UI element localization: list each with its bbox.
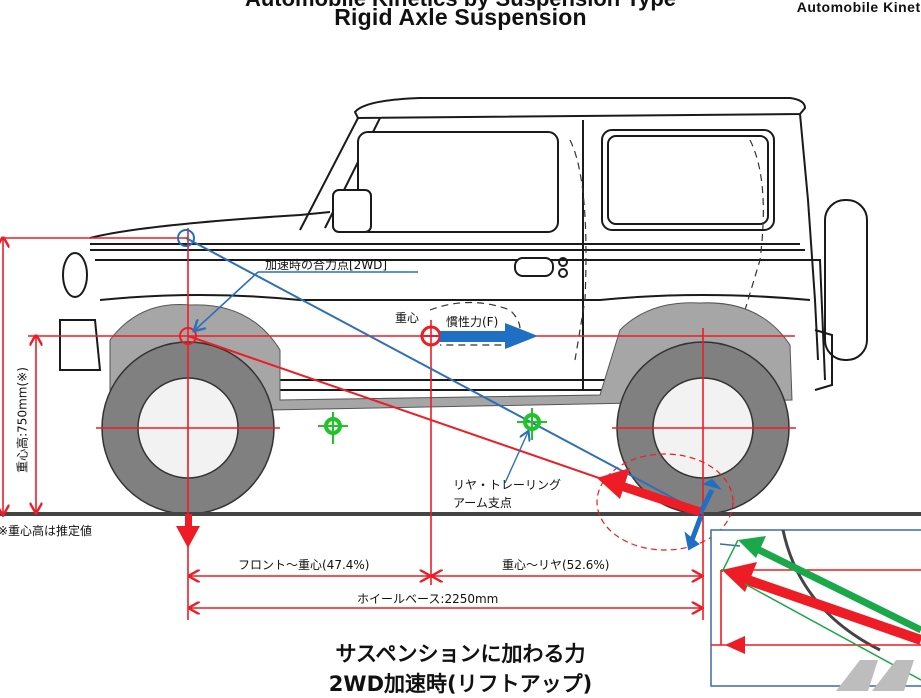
- trailing-arm-pivot-label-line1: リヤ・トレーリング: [453, 478, 562, 492]
- resultant-point-label: 加速時の合力点[2WD]: [265, 258, 388, 272]
- cg-height-label: 重心高:750mm(※): [12, 340, 32, 500]
- header-subtitle-partial: Automobile Kinetics by Suspension Type: [0, 0, 921, 12]
- resultant-top-marker: [177, 229, 195, 247]
- front-fender-gray: [109, 302, 793, 411]
- caption-line2: 2WD加速時(リフトアップ): [328, 672, 593, 696]
- front-to-cg-label: フロント〜重心(47.4%): [238, 558, 370, 572]
- trailing-arm-pivot-label-line2: アーム支点: [453, 496, 512, 510]
- front-axle-marker: [179, 327, 197, 345]
- cg-to-rear-label: 重心〜リヤ(52.6%): [502, 558, 610, 572]
- cg-height-note: ※重心高は推定値: [0, 524, 93, 538]
- page-title: Rigid Axle Suspension: [334, 4, 587, 30]
- caption-line1: サスペンションに加わる力: [335, 642, 586, 666]
- rear-resultant-arrow: [597, 468, 702, 517]
- rear-trailing-arm-pivot-marker: [517, 408, 547, 440]
- inertia-force-label: 慣性力(F): [446, 315, 499, 329]
- cg-height-text: 重心高:750mm(※): [15, 367, 30, 473]
- center-of-gravity-label: 重心: [395, 311, 420, 325]
- front-pivot-marker: [318, 412, 348, 444]
- vehicle-body: [59, 97, 868, 391]
- force-lines: [185, 237, 704, 515]
- front-down-arrow: [176, 514, 200, 548]
- vertical-force-arrows: [684, 478, 722, 551]
- force-detail-inset: [710, 529, 921, 691]
- wheelbase-label: ホイールベース:2250mm: [357, 592, 499, 606]
- dimension-lines: [3, 228, 796, 620]
- inertia-force-arrow: [440, 323, 538, 349]
- brand-label: Automobile Kineti: [796, 0, 921, 15]
